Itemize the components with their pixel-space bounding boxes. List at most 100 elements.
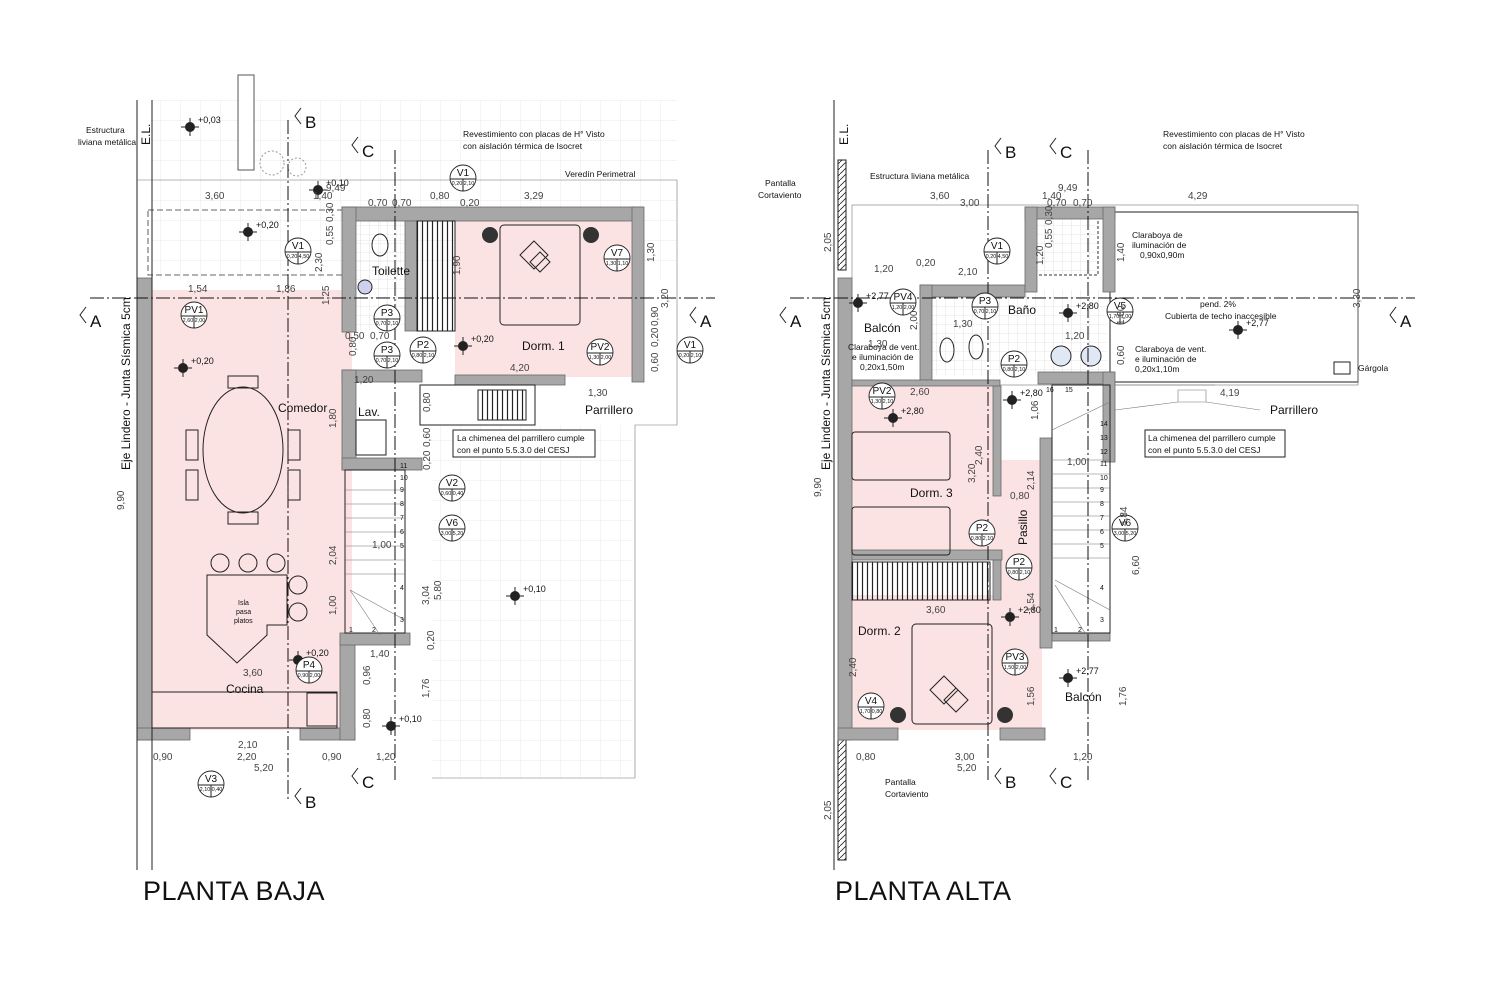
annotation-text: La chimenea del parrillero cumple — [1148, 433, 1276, 443]
dimension-label: 0,20 — [650, 327, 661, 347]
sink — [357, 279, 373, 295]
annotation-text: Claraboya de — [1132, 230, 1183, 240]
opening-tag-height: 4,50 — [998, 254, 1009, 260]
bed — [499, 224, 581, 326]
dimension-label: 1,25 — [321, 285, 332, 305]
section-marker: A — [689, 306, 712, 331]
stair-step-number: 1 — [349, 627, 353, 634]
wall — [919, 284, 933, 381]
opening-tag-width: 0,80 — [412, 353, 423, 359]
opening-tag-height: 2,00 — [1016, 665, 1027, 671]
room-label: Balcón — [864, 321, 901, 335]
stool — [238, 553, 258, 573]
dimension-label: 0,20 — [426, 630, 437, 650]
garden-strip — [237, 74, 255, 171]
level-value: +0,20 — [191, 356, 214, 366]
opening-tag-width: 0,90 — [298, 673, 309, 679]
level-value: +2,77 — [1246, 318, 1269, 328]
opening-tag-name: V5 — [1114, 301, 1127, 312]
sink — [1050, 345, 1072, 367]
bbq-hood — [1114, 384, 1261, 411]
dimension-label: 1,20 — [376, 752, 396, 763]
opening-tag-width: 0,70 — [376, 321, 387, 327]
opening-tag-width: 0,70 — [376, 358, 387, 364]
stair-step-number: 3 — [400, 617, 404, 624]
section-marker-label: B — [305, 113, 316, 132]
stool — [288, 602, 308, 622]
dimension-label: 0,80 — [348, 336, 359, 356]
opening-tag-height: 2,00 — [904, 305, 915, 311]
level-value: +0,10 — [326, 178, 349, 188]
wall — [136, 277, 153, 741]
veredin-outline — [137, 179, 678, 779]
annotation-text: Revestimiento con placas de H° Visto — [463, 129, 605, 139]
annotation-text: 0,20x1,50m — [860, 362, 904, 372]
dimension-label: 1,20 — [354, 375, 374, 386]
dimension-label: 0,55 — [325, 225, 336, 245]
room-main-fill — [152, 290, 352, 730]
dimension-label: 3,60 — [205, 191, 225, 202]
dimension-label: 0,70 — [1073, 198, 1093, 209]
chairs — [185, 375, 301, 525]
opening-tag-name: V3 — [205, 774, 218, 785]
stair-step-number: 13 — [1100, 435, 1108, 442]
annotation-text: La chimenea del parrillero cumple — [457, 433, 585, 443]
opening-tag-width: 0,20 — [679, 353, 690, 359]
bed — [851, 506, 951, 556]
stair-step-number: 15 — [1065, 387, 1073, 394]
wall — [339, 632, 411, 646]
opening-tag-name: V1 — [684, 340, 697, 351]
section-marker: A — [79, 306, 102, 331]
opening-tag-name: P2 — [976, 523, 989, 534]
wall — [631, 206, 645, 383]
stair-step-number: 8 — [1100, 501, 1104, 508]
opening-tag-width: 1,70 — [860, 709, 871, 715]
stool — [288, 575, 308, 595]
annotation-text: Eje Lindero - Junta Sísmica 5cm — [819, 297, 833, 470]
dimension-label: 1,80 — [328, 408, 339, 428]
level-marker: +2,77 — [1059, 666, 1099, 687]
dimension-label: 5,80 — [433, 580, 444, 600]
stair-step-number: 6 — [400, 529, 404, 536]
stair-step-number: 7 — [1100, 515, 1104, 522]
wall — [1024, 206, 1038, 293]
stair-step-number: 7 — [400, 515, 404, 522]
closet — [851, 561, 991, 601]
stair-step-number: 11 — [400, 463, 407, 470]
dimension-label: 5,20 — [957, 763, 977, 774]
dimension-label: 3,20 — [660, 288, 671, 308]
section-marker-label: C — [362, 773, 374, 792]
level-value: +2,80 — [1020, 388, 1043, 398]
dimension-label: 3,00 — [955, 752, 975, 763]
opening-tag-width: 1,50 — [1004, 665, 1015, 671]
dimension-label: 0,70 — [370, 331, 390, 342]
wall — [1102, 206, 1116, 293]
plan-title-planta-baja: PLANTA BAJA — [143, 876, 325, 906]
bed-pillows — [519, 240, 551, 273]
dimension-label: 0,20 — [422, 450, 433, 470]
dimension-label: 0,60 — [650, 352, 661, 372]
dimension-label: 1,00 — [1116, 305, 1127, 325]
opening-tag-width: 1,30 — [589, 355, 600, 361]
opening-tag-height: 2,10 — [424, 353, 435, 359]
dimension-label: 1,90 — [452, 255, 463, 275]
dimension-label: 0,80 — [856, 752, 876, 763]
dimension-label: 0,20 — [916, 258, 936, 269]
dimension-label: 3,60 — [930, 191, 950, 202]
nightstand — [482, 227, 498, 243]
opening-tag-height: 2,10 — [388, 321, 399, 327]
dimension-label: 2,10 — [958, 267, 978, 278]
windbreak-screen — [837, 739, 847, 861]
room-label: Dorm. 3 — [910, 486, 953, 500]
room-label: Balcón — [1065, 690, 1102, 704]
plan-title-planta-alta: PLANTA ALTA — [835, 876, 1012, 906]
section-marker: C — [1049, 767, 1072, 792]
annotation-text: Estructura — [86, 125, 125, 135]
